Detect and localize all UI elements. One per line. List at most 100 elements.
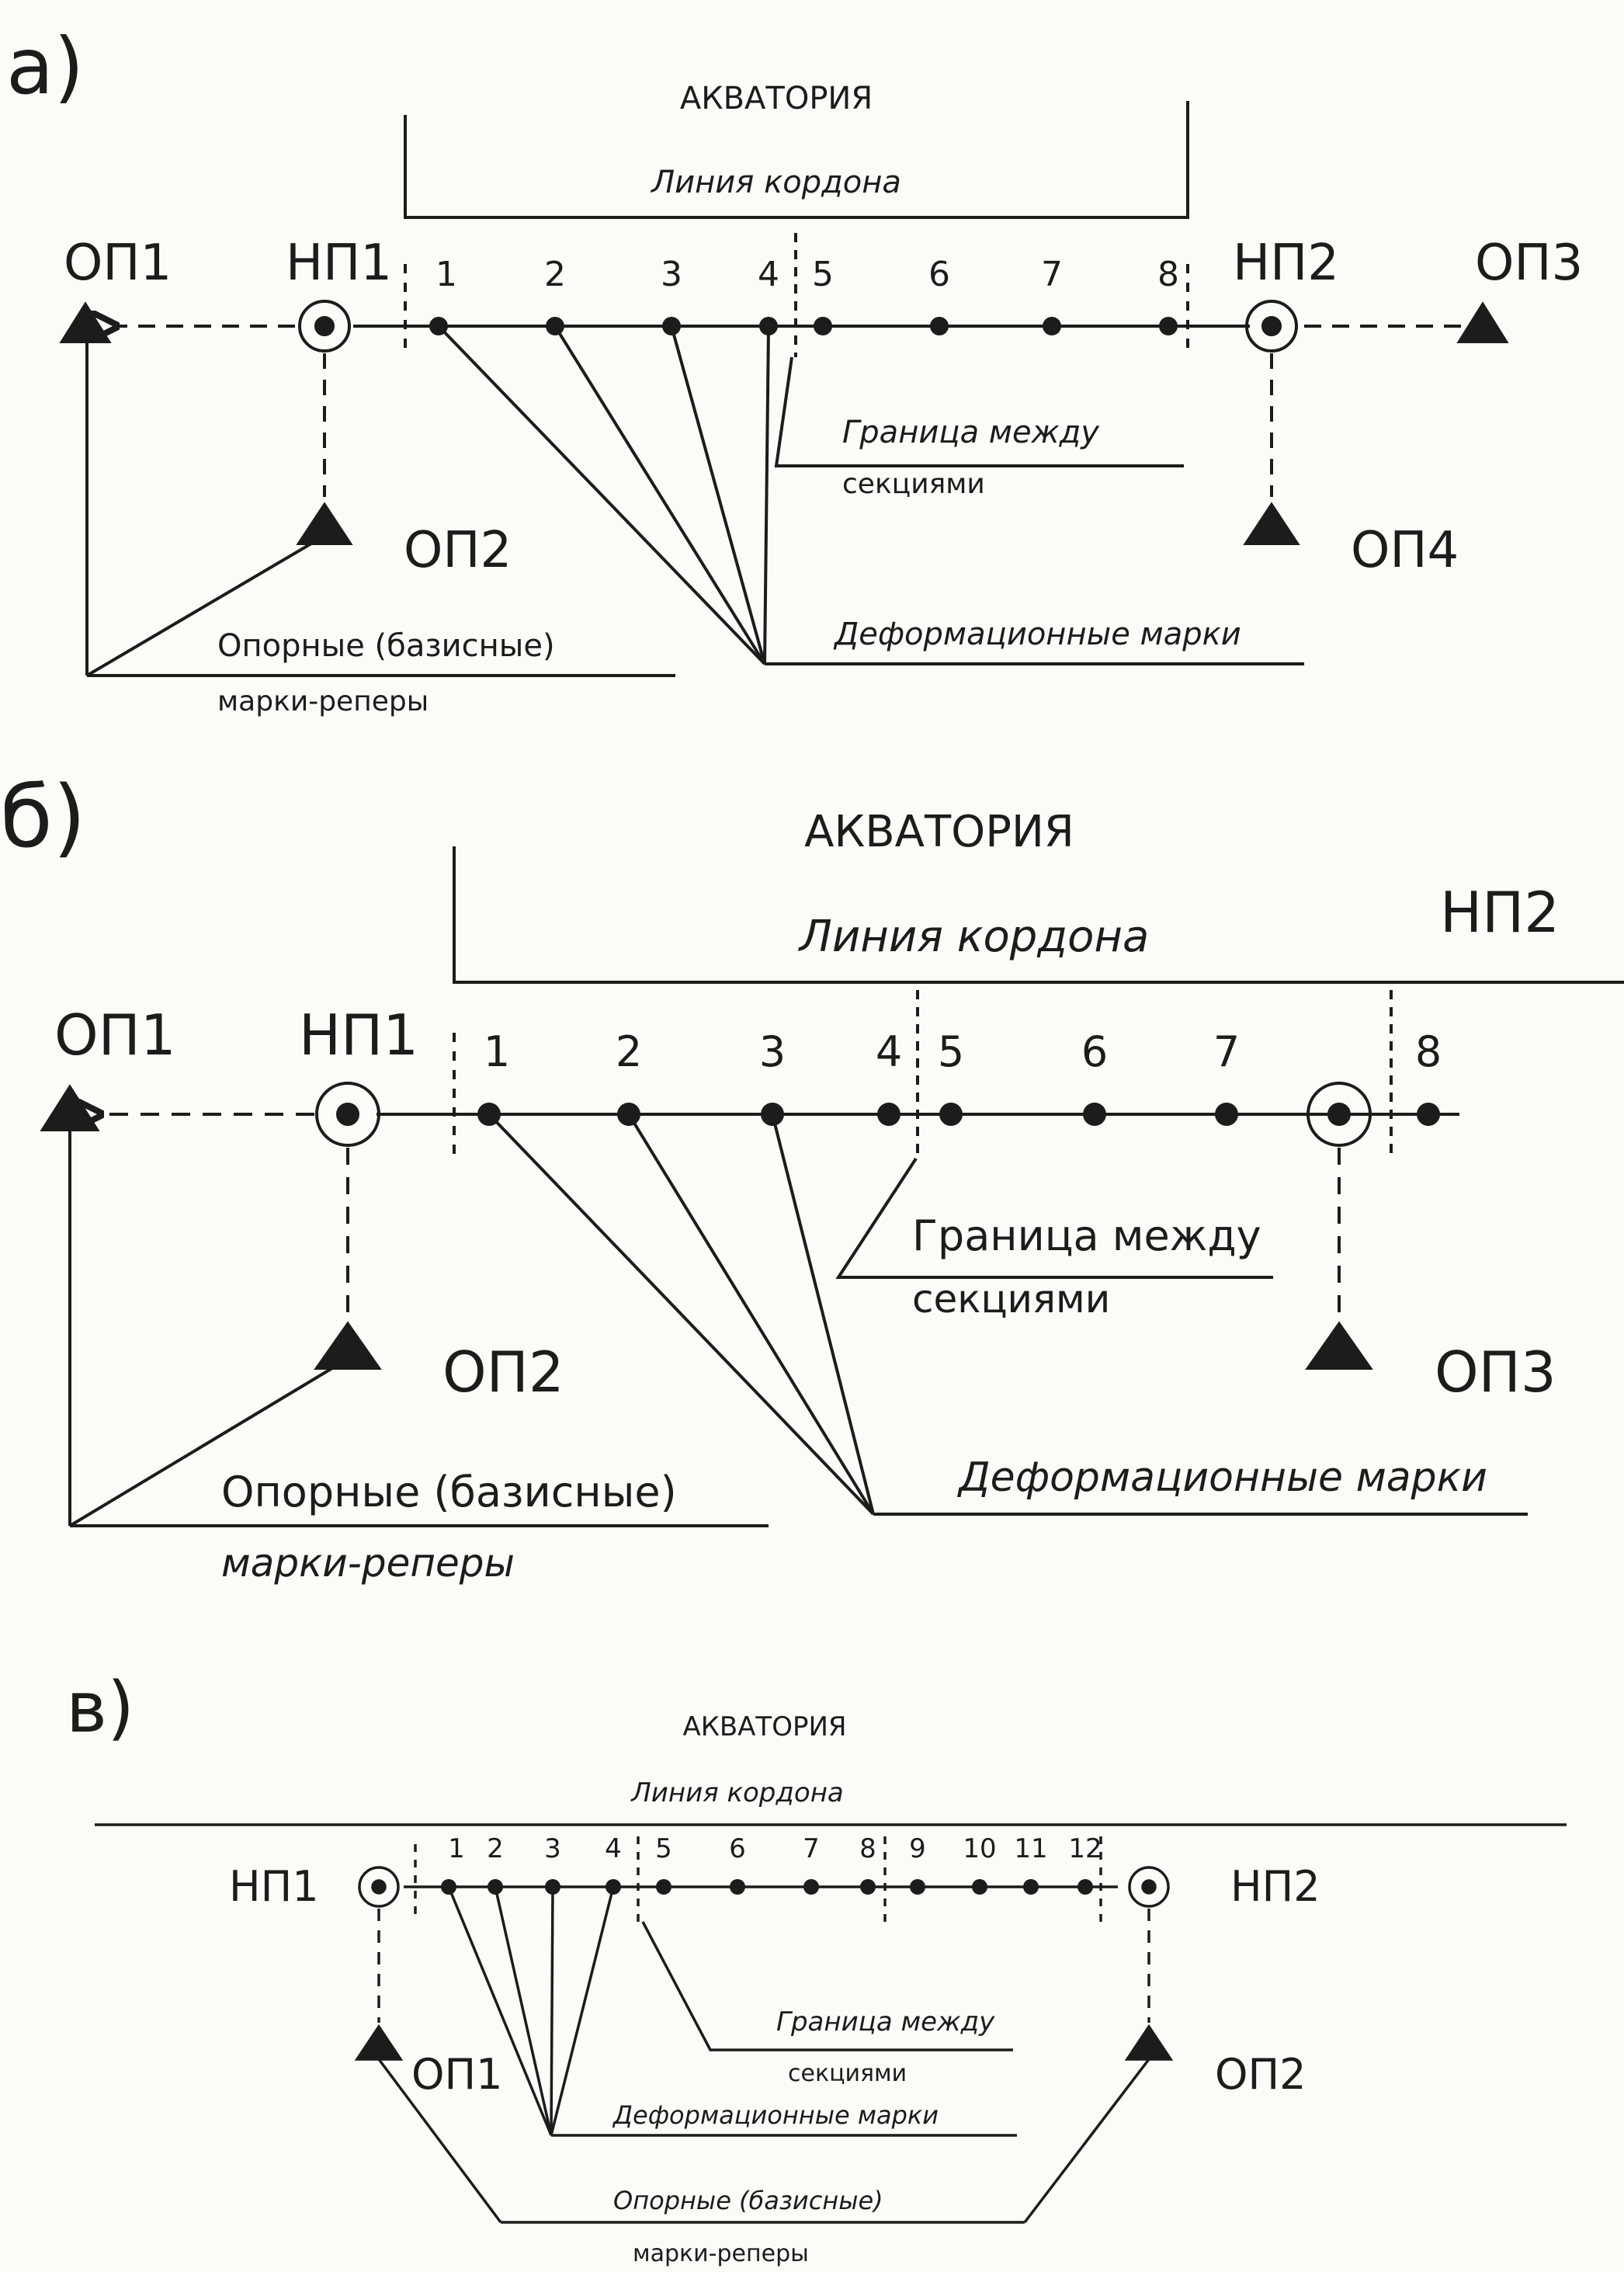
- panel-b-reference-marks-1: Опорные (базисные): [221, 1468, 677, 1516]
- panel-b-mark-5-label: 5: [938, 1027, 964, 1076]
- panel-b-mark-5-dot: [939, 1103, 963, 1126]
- panel-a-mark-5-label: 5: [812, 255, 834, 294]
- panel-c-mark-9-dot: [910, 1879, 925, 1895]
- panel-b-mark-6-dot: [1083, 1103, 1106, 1126]
- panel-b-np2-label: НП2: [1440, 880, 1560, 945]
- panel-a-op4-triangle-icon: [1243, 502, 1300, 545]
- panel-c-section-border-1: Граница между: [776, 2006, 995, 2038]
- panel-b-section-border-leader: [835, 1157, 1273, 1279]
- panel-b-mark-4-label: 4: [876, 1027, 902, 1076]
- panel-c-np2-icon: [1128, 1866, 1170, 1908]
- panel-a-op2-triangle-icon: [296, 502, 353, 545]
- panel-a-reference-marks-1: Опорные (базисные): [217, 628, 555, 664]
- panel-c-deformation-leaders: [447, 1886, 1017, 2137]
- panel-a-mark-7-dot: [1043, 317, 1061, 335]
- panel-b-mark-6-label: 6: [1081, 1027, 1108, 1076]
- panel-c-op1-label: ОП1: [411, 2050, 502, 2099]
- panel-c-reference-marks-2: марки-реперы: [633, 2240, 809, 2267]
- panel-b-cordon-line: Линия кордона: [798, 912, 1150, 962]
- panel-a-mark-6-dot: [930, 317, 949, 335]
- panel-a-deformation-marks: Деформационные марки: [833, 617, 1241, 652]
- panel-c-deformation-marks: Деформационные марки: [612, 2100, 939, 2130]
- panel-a-op1-triangle-icon: [59, 301, 112, 343]
- panel-c-op1-triangle-icon: [354, 2024, 404, 2061]
- panel-a-np2-label: НП2: [1233, 234, 1339, 292]
- panel-c-mark-11-label: 11: [1014, 1833, 1047, 1864]
- panel-c-np1-icon: [358, 1866, 400, 1908]
- panel-a-np1-icon: [298, 300, 351, 353]
- panel-a-label: a): [6, 21, 84, 112]
- panel-c-section-border-leader: [641, 1921, 1013, 2051]
- panel-b-op3-triangle-icon: [1305, 1321, 1373, 1370]
- panel-c-op2-triangle-icon: [1124, 2024, 1174, 2061]
- panel-a-np2-icon: [1245, 300, 1298, 353]
- panel-c-mark-10-label: 10: [963, 1833, 996, 1864]
- panel-a-deformation-leaders: [437, 325, 1304, 665]
- panel-b-aquatoria-bracket: [453, 846, 1624, 984]
- panel-c-mark-2-label: 2: [487, 1833, 504, 1864]
- panel-c-reference-marks-1: Опорные (базисные): [613, 2186, 883, 2215]
- panel-b-label: б): [0, 767, 86, 867]
- panel-b-deformation-marks: Деформационные марки: [957, 1454, 1487, 1501]
- panel-c-mark-8-label: 8: [859, 1833, 876, 1864]
- panel-b-mark-8-label: 8: [1415, 1027, 1442, 1076]
- panel-a-aquatoria-bracket: [404, 101, 1189, 219]
- panel-b-mark-4-dot: [877, 1103, 900, 1126]
- panel-c-mark-12-label: 12: [1068, 1833, 1102, 1864]
- panel-c-cordon-line: Линия кордона: [630, 1777, 844, 1808]
- panel-c-mark-12-dot: [1077, 1879, 1093, 1895]
- panel-b-np2-icon: [1306, 1082, 1372, 1147]
- panel-b-np1-icon: [315, 1082, 380, 1147]
- panel-a-mark-7-label: 7: [1041, 255, 1063, 294]
- panel-c-mark-10-dot: [972, 1879, 987, 1895]
- panel-c-mark-6-dot: [730, 1879, 745, 1895]
- panel-b-mark-2-label: 2: [616, 1027, 642, 1076]
- panel-c-aquatoria: АКВАТОРИЯ: [682, 1711, 846, 1742]
- panel-b-section-border-2: секциями: [912, 1277, 1110, 1322]
- panel-c-section-border-2: секциями: [788, 2060, 907, 2087]
- panel-a-mark-2-label: 2: [544, 255, 566, 294]
- panel-a-op1-label: ОП1: [64, 234, 172, 292]
- panel-c-mark-1-label: 1: [448, 1833, 465, 1864]
- panel-b-mark-7-label: 7: [1213, 1027, 1240, 1076]
- panel-a: a) АКВАТОРИЯ Линия кордона ОП1 НП1 НП2 О…: [6, 21, 1583, 717]
- panel-a-mark-5-dot: [814, 317, 832, 335]
- panel-c-label: в): [66, 1667, 134, 1749]
- panel-c-mark-6-label: 6: [729, 1833, 746, 1864]
- panel-a-mark-4-label: 4: [758, 255, 779, 294]
- panel-b-section-border-1: Граница между: [912, 1211, 1261, 1260]
- panel-c-reference-leaders: [377, 2058, 1150, 2224]
- panel-b-mark-8-dot: [1417, 1103, 1440, 1126]
- panel-b-reference-marks-2: марки-реперы: [221, 1541, 515, 1586]
- panel-b-np1-label: НП1: [299, 1002, 418, 1068]
- panel-a-section-border-2: секциями: [842, 468, 985, 500]
- panel-c-op2-label: ОП2: [1215, 2050, 1306, 2099]
- panel-b-op1-label: ОП1: [54, 1002, 176, 1068]
- panel-b-op1-triangle-icon: [40, 1084, 100, 1131]
- panel-a-section-border-1: Граница между: [842, 415, 1100, 450]
- panel-c-mark-11-dot: [1023, 1879, 1039, 1895]
- panel-a-op3-triangle-icon: [1456, 301, 1509, 343]
- panel-b-mark-1-label: 1: [484, 1027, 510, 1076]
- panel-a-np1-label: НП1: [286, 234, 392, 292]
- panel-a-reference-leaders: [85, 342, 675, 677]
- panel-c-mark-3-label: 3: [544, 1833, 561, 1864]
- panel-a-mark-8-label: 8: [1157, 255, 1179, 294]
- panel-b-op3-label: ОП3: [1435, 1339, 1556, 1405]
- panel-b-deformation-leaders: [488, 1113, 1528, 1516]
- panel-a-op4-label: ОП4: [1351, 522, 1459, 579]
- panel-a-reference-marks-2: марки-реперы: [217, 686, 429, 717]
- panel-a-mark-3-label: 3: [661, 255, 682, 294]
- panel-c-mark-7-label: 7: [803, 1833, 820, 1864]
- panel-c-np2-label: НП2: [1230, 1862, 1320, 1911]
- panel-b-op2-label: ОП2: [442, 1339, 564, 1405]
- panel-a-op2-label: ОП2: [404, 522, 512, 579]
- panel-a-mark-6-label: 6: [928, 255, 950, 294]
- panel-c-mark-9-label: 9: [909, 1833, 926, 1864]
- panel-a-section-border-leader: [774, 356, 1184, 467]
- panel-c: в) АКВАТОРИЯ Линия кордона НП1 НП2 ОП1 О…: [66, 1667, 1567, 2267]
